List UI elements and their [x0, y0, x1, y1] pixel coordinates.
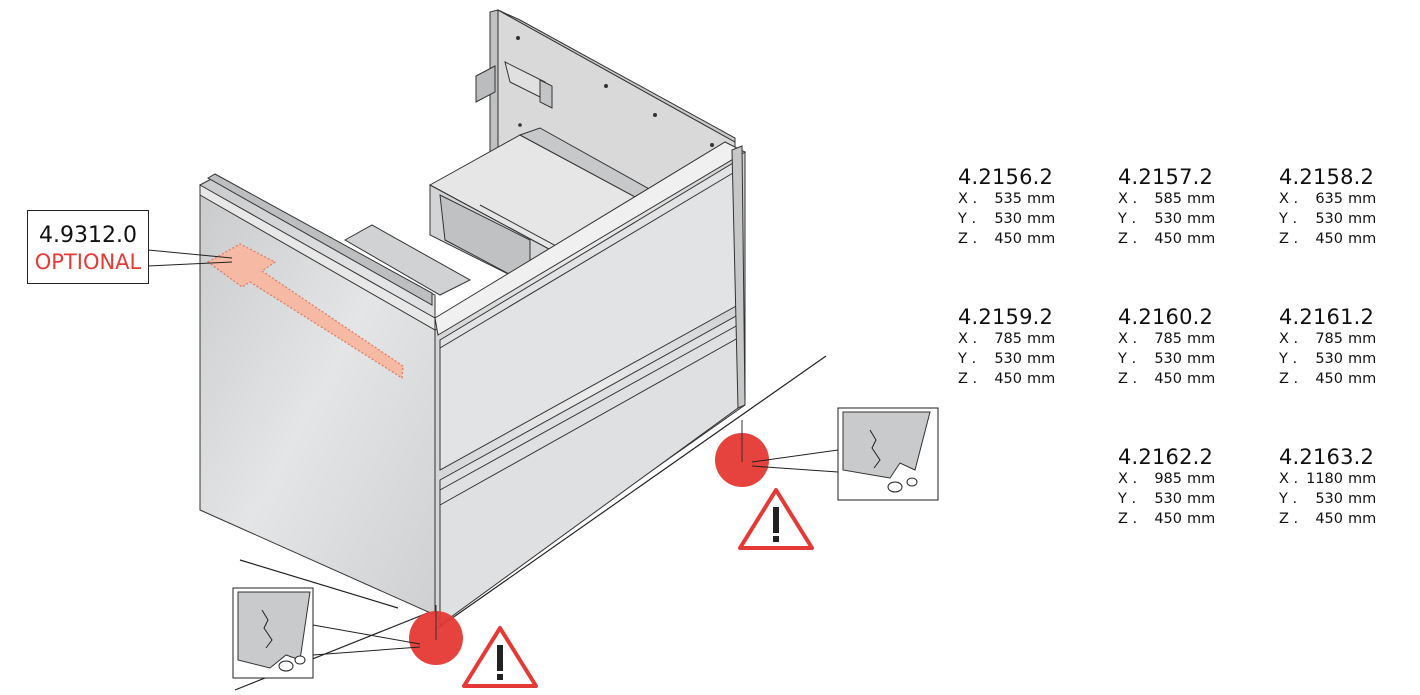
- spec-code: 4.2159.2: [958, 305, 1054, 329]
- spec-code: 4.2158.2: [1279, 165, 1375, 189]
- spec-code: 4.2156.2: [958, 165, 1054, 189]
- spec-code: 4.2160.2: [1118, 305, 1214, 329]
- warning-triangle-icon: [462, 626, 538, 688]
- callout-optional-label: OPTIONAL: [34, 250, 142, 274]
- spec-code: 4.2162.2: [1118, 445, 1214, 469]
- spec-code: 4.2161.2: [1279, 305, 1375, 329]
- detail-connectors: [147, 249, 839, 656]
- front-panel: [434, 141, 747, 626]
- spec-code: 4.2157.2: [1118, 165, 1214, 189]
- inner-drawer: [343, 127, 661, 301]
- damage-detail-icon: [837, 407, 939, 501]
- warning-triangle-icon: [738, 488, 814, 550]
- optional-led-strip: [206, 243, 404, 380]
- callout-code: 4.9312.0: [39, 223, 137, 248]
- corner-warning-markers: [409, 420, 769, 665]
- damage-detail-icon: [232, 587, 314, 679]
- optional-callout: 4.9312.0 OPTIONAL: [27, 210, 149, 284]
- spec-code: 4.2163.2: [1279, 445, 1375, 469]
